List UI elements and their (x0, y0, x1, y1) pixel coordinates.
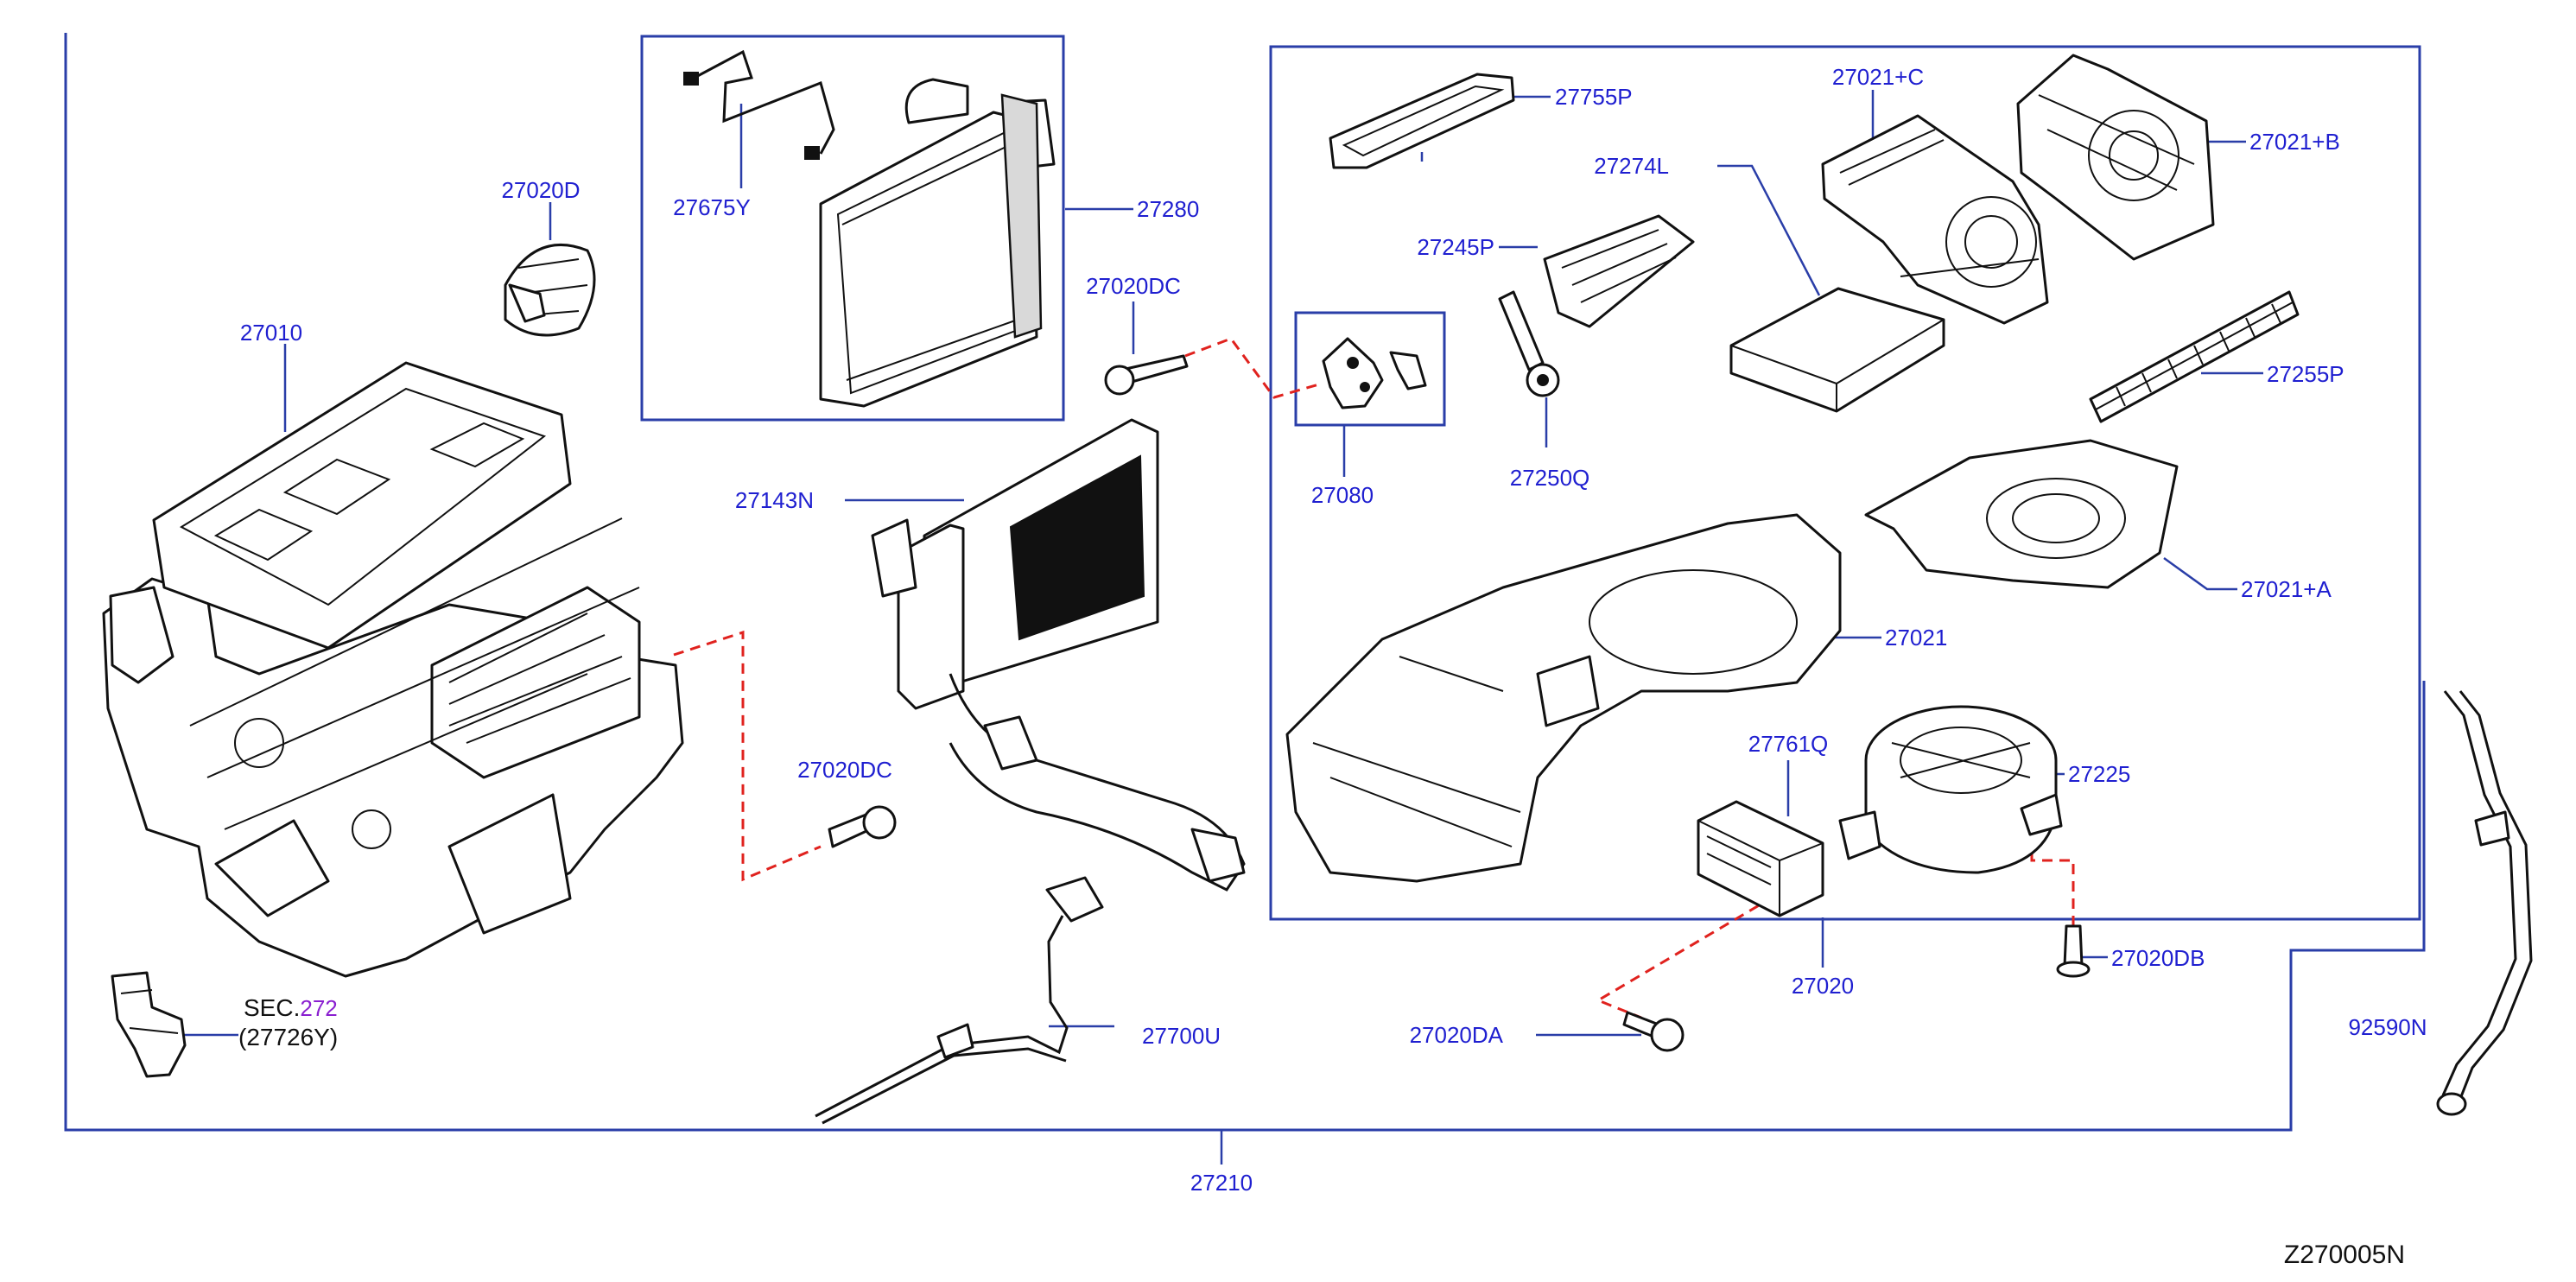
label-27245P: 27245P (1417, 234, 1494, 260)
evaporator-27280 (819, 78, 1056, 408)
label-27021C: 27021+C (1832, 64, 1924, 90)
hose-92590N (2436, 690, 2533, 1116)
label-27755P: 27755P (1555, 84, 1633, 110)
label-27210: 27210 (1190, 1170, 1253, 1196)
grille-27255P (2089, 290, 2300, 423)
door-27245P (1543, 214, 1695, 328)
sensor-27700U (815, 876, 1104, 1125)
label-27020DB: 27020DB (2111, 945, 2205, 971)
label-27020D: 27020D (501, 177, 580, 203)
frame-27080 (1294, 311, 1446, 427)
label-27700U: 27700U (1142, 1023, 1221, 1049)
label-27021B: 27021+B (2249, 129, 2340, 155)
section-ref: SEC.272 (244, 994, 338, 1021)
label-27274L: 27274L (1594, 153, 1669, 179)
screw-27020DC-mid (828, 805, 897, 848)
label-27225: 27225 (2068, 761, 2130, 787)
housing-27021 (1285, 513, 1842, 883)
screw-27020DC-top (1104, 354, 1189, 396)
label-92590N: 92590N (2348, 1014, 2427, 1040)
label-27761Q: 27761Q (1748, 731, 1829, 757)
section-number: 272 (300, 995, 337, 1021)
label-27020DC-top: 27020DC (1086, 273, 1181, 299)
frame-27020 (1269, 45, 2421, 921)
label-27143N: 27143N (735, 487, 814, 513)
label-27020DC-mid: 27020DC (797, 757, 892, 783)
label-27280: 27280 (1137, 196, 1199, 222)
gasket-27755P (1329, 73, 1515, 169)
label-27255P: 27255P (2267, 361, 2344, 387)
screw-27020DA (1622, 1011, 1685, 1052)
label-27020DA: 27020DA (1410, 1022, 1504, 1048)
leader-lines (178, 90, 2263, 1165)
link-27250Q (1498, 290, 1560, 397)
case-27021B (2016, 54, 2215, 261)
case-27021C (1821, 114, 2049, 325)
label-27010: 27010 (240, 320, 302, 346)
screw-27020DB (2056, 924, 2091, 978)
heater-core-27143N (871, 418, 1246, 892)
actuator-27020D (504, 244, 596, 337)
diagram-code: Z270005N (2284, 1241, 2405, 1269)
sensor-27675Y (683, 49, 835, 160)
resistor-27761Q (1697, 800, 1824, 917)
frame-27280 (640, 35, 1065, 422)
label-27675Y: 27675Y (673, 194, 751, 220)
link-27080 (1322, 337, 1427, 409)
label-27080: 27080 (1311, 482, 1374, 508)
label-27021: 27021 (1885, 625, 1947, 651)
label-27020: 27020 (1792, 973, 1854, 999)
hvac-unit-27010 (102, 361, 684, 978)
filter-27274L (1729, 287, 1945, 413)
frame-27210 (64, 33, 2426, 1132)
connector-27726Y (111, 971, 187, 1078)
section-prefix: SEC. (244, 994, 300, 1021)
section-part-ref: (27726Y) (238, 1024, 338, 1050)
label-27250Q: 27250Q (1510, 465, 1590, 491)
label-27021A: 27021+A (2241, 576, 2332, 602)
blower-motor-27225 (1838, 705, 2063, 874)
case-27021A (1864, 439, 2179, 589)
